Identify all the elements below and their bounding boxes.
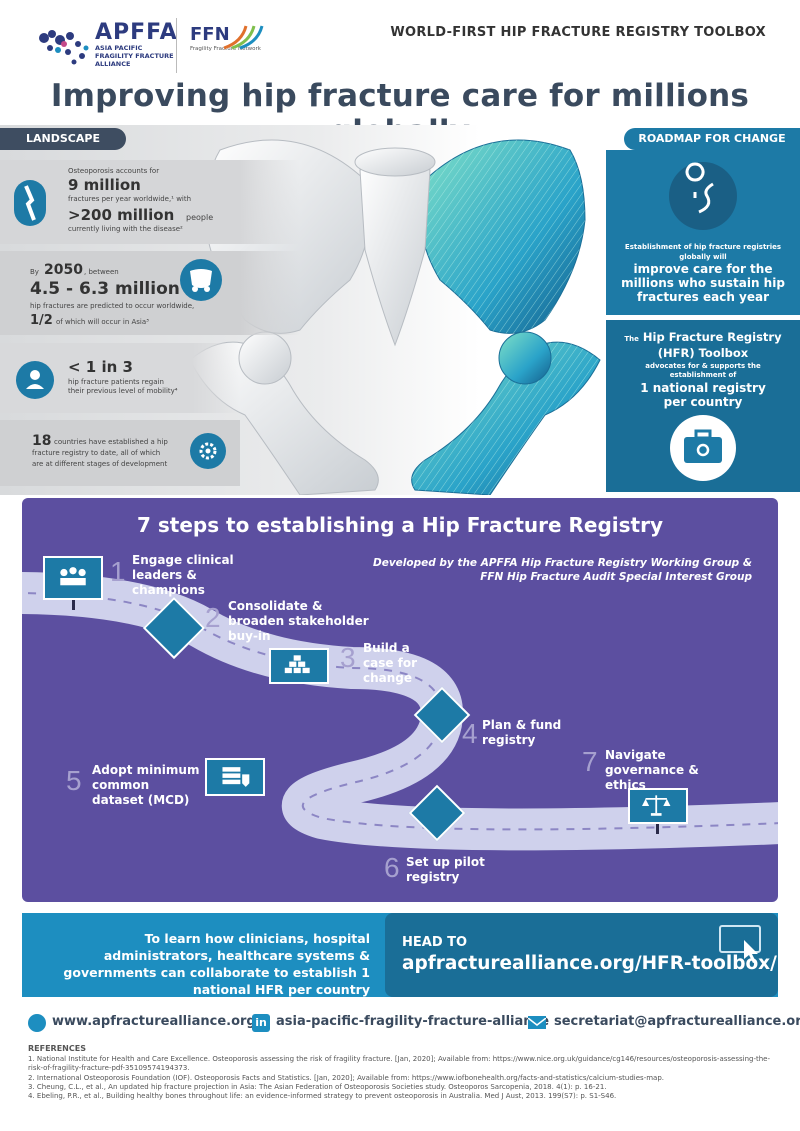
- step7-label: Navigate governance & ethics: [605, 748, 699, 792]
- linkedin-link[interactable]: asia-pacific-fragility-fracture-alliance: [276, 1014, 550, 1029]
- fact-panel-fractures: [0, 160, 300, 244]
- step3-blocks-icon: [269, 648, 329, 684]
- fact1-intro: Osteoporosis accounts for: [68, 167, 160, 175]
- fact4-line2: fracture registry to date, all of which: [32, 449, 161, 457]
- landscape-tab: LANDSCAPE: [0, 128, 126, 150]
- step6-label: Set up pilot registry: [406, 855, 485, 884]
- pelvis-icon: [180, 259, 222, 301]
- fact2-year: 2050: [44, 262, 83, 278]
- website-link[interactable]: www.apfracturealliance.org: [52, 1014, 256, 1029]
- roadmap-p1-big: improve care for the millions who sustai…: [621, 262, 785, 304]
- map-pin-icon: [669, 162, 737, 230]
- fact3-line1: hip fracture patients regain: [68, 378, 164, 386]
- step1-label: Engage clinical leaders & champions: [132, 553, 234, 597]
- step4-number: 4: [462, 718, 478, 749]
- roadmap-p1-small: Establishment of hip fracture registries…: [624, 243, 782, 261]
- fact1-people: people: [186, 213, 214, 222]
- gear-people-icon: [190, 433, 226, 469]
- developed-by: Developed by the APFFA Hip Fracture Regi…: [372, 557, 752, 583]
- fact1-big2: >200 million: [68, 206, 175, 224]
- references: REFERENCES 1. National Institute for Hea…: [28, 1044, 778, 1101]
- ffn-swoosh-logo: [223, 25, 264, 50]
- step1-number: 1: [110, 556, 126, 587]
- reference-item: 1. National Institute for Health and Car…: [28, 1055, 770, 1073]
- cursor-click-icon: [718, 924, 768, 964]
- toolbox-link[interactable]: apfracturealliance.org/HFR-toolbox/: [402, 953, 777, 974]
- fact4-num: 18: [32, 433, 52, 449]
- reference-item: 2. International Osteoporosis Foundation…: [28, 1073, 664, 1082]
- fact-panel-2050: [0, 251, 300, 335]
- step3-number: 3: [340, 642, 356, 673]
- roadmap-p2-pre: The: [624, 335, 639, 343]
- people-icon: [16, 361, 54, 399]
- steps-title: 7 steps to establishing a Hip Fracture R…: [136, 513, 664, 537]
- step7-number: 7: [582, 746, 598, 777]
- fact4-line1: countries have established a hip: [54, 438, 168, 446]
- roadmap-tab: ROADMAP FOR CHANGE: [624, 128, 800, 150]
- step2-number: 2: [205, 602, 221, 633]
- linkedin-icon: in: [252, 1014, 270, 1032]
- step6-number: 6: [384, 852, 400, 883]
- fact1-post: currently living with the disease²: [68, 225, 183, 233]
- roadmap-p2-small: advocates for & supports the establishme…: [645, 362, 761, 379]
- reference-item: 4. Ebeling, P.R., et al., Building healt…: [28, 1092, 617, 1101]
- fact2-range: 4.5 - 6.3 million: [30, 279, 180, 299]
- cta-link-box[interactable]: [385, 913, 778, 997]
- toolbox-title: WORLD-FIRST HIP FRACTURE REGISTRY TOOLBO…: [390, 25, 766, 40]
- broken-bone-icon: [10, 180, 50, 226]
- apffa-name: APFFA: [95, 20, 178, 45]
- header-divider: [176, 18, 177, 73]
- step5-label: Adopt minimum common dataset (MCD): [92, 763, 200, 807]
- cta-head-to: HEAD TO: [402, 935, 468, 950]
- reference-item: 3. Cheung, C.L., et al., An updated hip …: [28, 1082, 607, 1091]
- step7-post: [656, 824, 659, 834]
- step4-label: Plan & fund registry: [482, 718, 562, 747]
- roadmap-p2-title: Hip Fracture Registry (HFR) Toolbox: [642, 330, 782, 360]
- email-icon: [527, 1016, 547, 1029]
- fact2-between: , between: [84, 268, 119, 276]
- fact3-line2: their previous level of mobility⁴: [68, 387, 178, 395]
- fact2-mid: hip fractures are predicted to occur wor…: [30, 302, 195, 310]
- toolbox-icon: [670, 415, 736, 481]
- fact2-by: By: [30, 268, 39, 276]
- cta-text: To learn how clinicians, hospital admini…: [63, 931, 370, 997]
- globe-icon: [28, 1014, 46, 1032]
- references-title: REFERENCES: [28, 1044, 86, 1053]
- roadmap-p2-big: 1 national registry per country: [640, 381, 766, 409]
- roadmap-hfr-title: The Hip Fracture Registry (HFR) Toolbox: [610, 330, 796, 360]
- step3-label: Build a case for change: [363, 641, 418, 685]
- apffa-map-logo: [39, 30, 89, 65]
- fact2-post: of which will occur in Asia³: [56, 318, 149, 326]
- step5-dataset-icon: [205, 758, 265, 796]
- fact1-big1: 9 million: [68, 176, 141, 194]
- email-link[interactable]: secretariat@apfracturealliance.org: [554, 1014, 800, 1029]
- step5-number: 5: [66, 765, 82, 796]
- fact1-mid: fractures per year worldwide,¹ with: [68, 195, 192, 203]
- fact3-ratio: < 1 in 3: [68, 358, 133, 376]
- step7-scales-icon: [628, 788, 688, 824]
- step2-label: Consolidate & broaden stakeholder buy-in: [228, 599, 369, 643]
- step1-post: [72, 600, 75, 610]
- fact4-line3: are at different stages of development: [32, 460, 168, 468]
- fact2-half: 1/2: [30, 313, 53, 328]
- step1-sign-icon: [43, 556, 103, 600]
- apffa-full-name: ASIA PACIFIC FRAGILITY FRACTURE ALLIANCE: [95, 44, 174, 68]
- ffn-name: FFN: [190, 24, 230, 45]
